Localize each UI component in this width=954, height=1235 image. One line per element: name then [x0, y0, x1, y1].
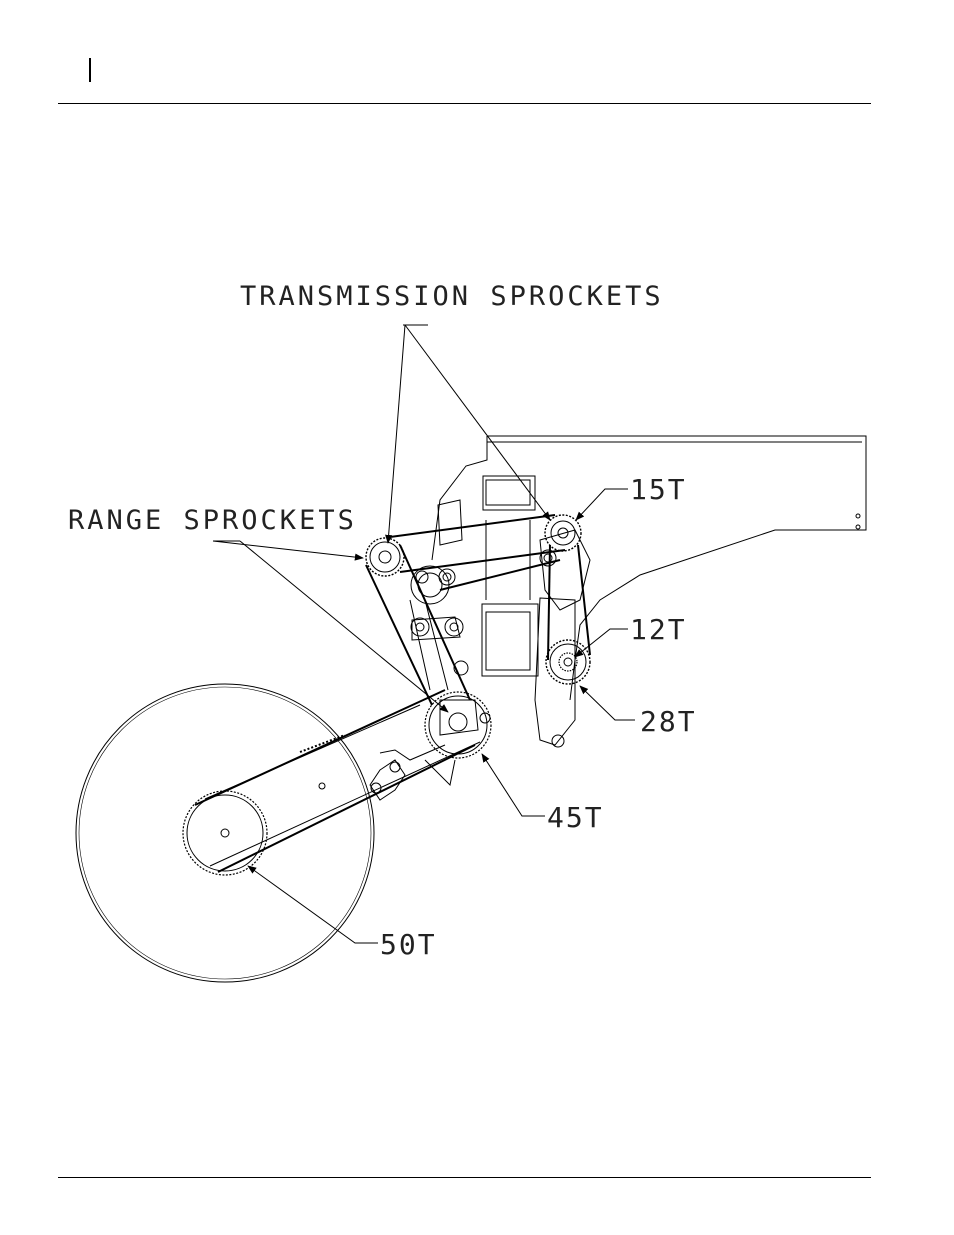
label-15t: 15T [630, 473, 687, 506]
sprocket-15t [540, 515, 581, 566]
label-transmission-sprockets: TRANSMISSION SPROCKETS [240, 281, 664, 312]
label-28t: 28T [640, 705, 697, 738]
center-plate [425, 476, 590, 785]
sprocket-28t [546, 640, 590, 684]
label-range-sprockets: RANGE SPROCKETS [68, 505, 357, 536]
sprocket-45t [425, 692, 491, 758]
range-sprocket-upper [366, 538, 404, 576]
label-50t: 50T [380, 928, 437, 961]
label-45t: 45T [547, 801, 604, 834]
wheel-50t [76, 684, 374, 982]
chain-lower [195, 690, 475, 872]
label-12t: 12T [630, 613, 687, 646]
leader-lines [213, 325, 635, 943]
drive-arm [205, 705, 480, 866]
